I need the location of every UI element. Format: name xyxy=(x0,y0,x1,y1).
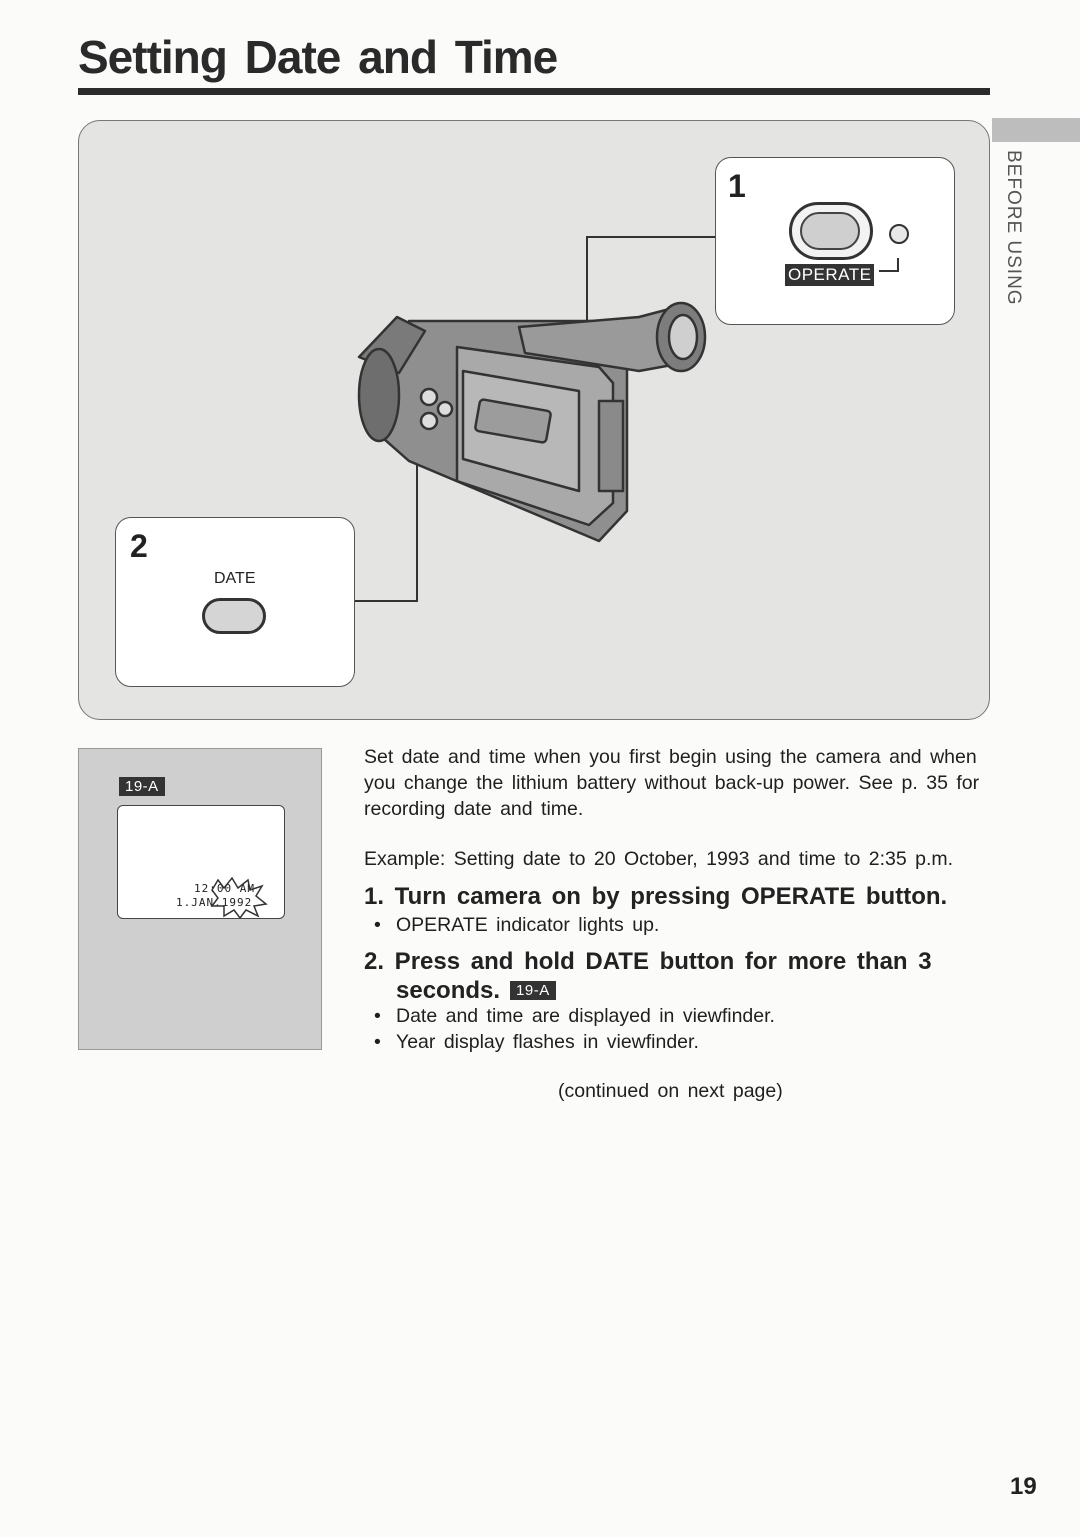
list-item: Date and time are displayed in viewfinde… xyxy=(374,1003,775,1029)
step-2-line2-wrap: seconds. 19-A xyxy=(364,976,964,1005)
step-2-heading: 2. Press and hold DATE button for more t… xyxy=(364,947,964,1005)
page-number: 19 xyxy=(1010,1473,1037,1500)
intro-paragraph: Set date and time when you first begin u… xyxy=(364,746,980,820)
indicator-leader xyxy=(879,258,899,272)
step-2-bullets: Date and time are displayed in viewfinde… xyxy=(374,1003,775,1055)
operate-label: OPERATE xyxy=(785,264,875,286)
step-1-heading: 1. Turn camera on by pressing OPERATE bu… xyxy=(364,883,948,910)
title-rule xyxy=(78,88,990,95)
date-label: DATE xyxy=(214,570,256,587)
figure-ref-badge: 19-A xyxy=(119,777,165,796)
figure-ref-badge: 19-A xyxy=(510,981,556,1000)
camcorder-drawing xyxy=(355,236,715,602)
lcd-date: 1.JAN.1992 xyxy=(176,896,253,909)
callout-number-1: 1 xyxy=(728,168,746,204)
step-1-bullets: OPERATE indicator lights up. xyxy=(374,912,659,938)
step-2-line2: seconds. xyxy=(396,977,501,1004)
example-paragraph: Example: Setting date to 20 October, 199… xyxy=(364,848,954,870)
page-title: Setting Date and Time xyxy=(78,31,558,83)
operate-callout: 1 OPERATE xyxy=(715,157,955,325)
operate-button xyxy=(789,202,873,260)
figure-19a-panel: 19-A 12:00 AM 1.JAN.1992 xyxy=(78,748,322,1050)
operate-indicator-icon xyxy=(889,224,909,244)
continued-note: (continued on next page) xyxy=(558,1080,783,1102)
section-tab xyxy=(992,118,1080,142)
date-callout: 2 DATE xyxy=(115,517,355,687)
viewfinder-screen: 12:00 AM 1.JAN.1992 xyxy=(117,805,285,919)
step-2-line1: 2. Press and hold DATE button for more t… xyxy=(364,948,932,975)
list-item: OPERATE indicator lights up. xyxy=(374,912,659,938)
flash-burst-icon xyxy=(210,876,268,918)
callout-number-2: 2 xyxy=(130,528,148,564)
section-label: BEFORE USING xyxy=(1003,150,1024,306)
list-item: Year display flashes in viewfinder. xyxy=(374,1029,775,1055)
date-button xyxy=(202,598,266,634)
camcorder-illustration: 1 OPERATE 2 DATE xyxy=(78,120,990,720)
